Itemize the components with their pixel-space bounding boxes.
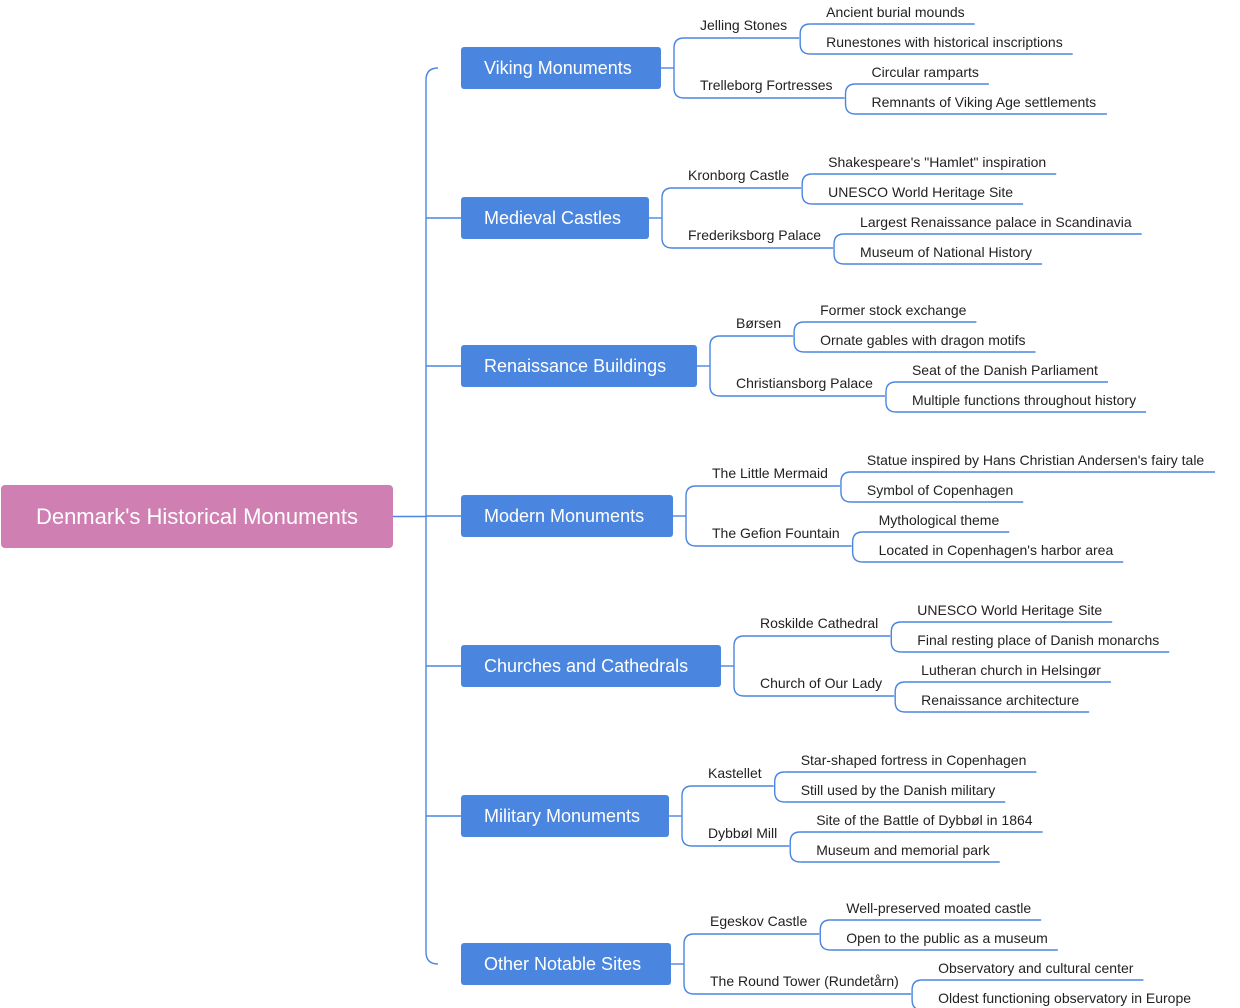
category-node-5[interactable]: Churches and Cathedrals	[461, 645, 721, 687]
category-bracket-6	[681, 785, 693, 847]
leaf-label[interactable]: Largest Renaissance palace in Scandinavi…	[860, 214, 1132, 230]
leaf-label[interactable]: Museum and memorial park	[816, 842, 990, 858]
leaf-label[interactable]: Renaissance architecture	[921, 692, 1080, 708]
leaf-label[interactable]: Shakespeare's "Hamlet" inspiration	[828, 154, 1047, 170]
leaf-label[interactable]: Ancient burial mounds	[826, 4, 965, 20]
subtopic-label[interactable]: The Round Tower (Rundetårn)	[710, 973, 899, 989]
subtopic-label[interactable]: Kastellet	[708, 765, 762, 781]
leaf-label[interactable]: Circular ramparts	[871, 64, 979, 80]
leaf-label[interactable]: Located in Copenhagen's harbor area	[878, 542, 1114, 558]
subtopic-label[interactable]: Christiansborg Palace	[736, 375, 873, 391]
subtopic-label[interactable]: Frederiksborg Palace	[688, 227, 822, 243]
leaf-label[interactable]: Seat of the Danish Parliament	[911, 362, 1098, 378]
subtopic-label[interactable]: The Little Mermaid	[712, 465, 828, 481]
subtopic-label[interactable]: The Gefion Fountain	[712, 525, 840, 541]
leaf-bracket	[799, 23, 811, 55]
leaf-label[interactable]: Symbol of Copenhagen	[866, 482, 1014, 498]
subtopic-label[interactable]: Jelling Stones	[700, 17, 788, 33]
category-node-4[interactable]: Modern Monuments	[461, 495, 673, 537]
leaf-bracket	[851, 531, 863, 563]
subtopic-label[interactable]: Kronborg Castle	[688, 167, 790, 183]
category-node-7[interactable]: Other Notable Sites	[461, 943, 671, 985]
leaf-label[interactable]: Runestones with historical inscriptions	[826, 34, 1063, 50]
leaf-label[interactable]: Site of the Battle of Dybbøl in 1864	[816, 812, 1033, 828]
leaf-label[interactable]: Remnants of Viking Age settlements	[871, 94, 1097, 110]
category-node-6[interactable]: Military Monuments	[461, 795, 669, 837]
subtopic-label[interactable]: Church of Our Lady	[760, 675, 883, 691]
category-bracket-5	[733, 635, 745, 697]
subtopic-label[interactable]: Egeskov Castle	[710, 913, 808, 929]
leaf-label[interactable]: UNESCO World Heritage Site	[828, 184, 1014, 200]
category-bracket-1	[673, 37, 685, 99]
leaf-label[interactable]: Ornate gables with dragon motifs	[820, 332, 1026, 348]
leaf-label[interactable]: Open to the public as a museum	[846, 930, 1048, 946]
leaf-bracket	[833, 233, 845, 265]
category-node-1[interactable]: Viking Monuments	[461, 47, 661, 89]
leaf-bracket	[819, 919, 831, 951]
root-node[interactable]: Denmark's Historical Monuments	[1, 485, 393, 548]
leaf-bracket	[773, 771, 785, 803]
leaf-bracket	[885, 381, 896, 413]
leaf-bracket	[894, 681, 906, 713]
category-bracket-7	[683, 933, 695, 995]
leaf-label[interactable]: Multiple functions throughout history	[911, 392, 1137, 408]
leaf-label[interactable]: Statue inspired by Hans Christian Anders…	[866, 452, 1205, 468]
subtopic-label[interactable]: Trelleborg Fortresses	[700, 77, 833, 93]
leaf-label[interactable]: Well-preserved moated castle	[846, 900, 1032, 916]
leaf-label[interactable]: Final resting place of Danish monarchs	[917, 632, 1160, 648]
category-bracket-2	[661, 187, 673, 249]
category-node-2[interactable]: Medieval Castles	[461, 197, 649, 239]
leaf-bracket	[801, 173, 813, 205]
leaf-label[interactable]: Observatory and cultural center	[938, 960, 1134, 976]
leaf-label[interactable]: Still used by the Danish military	[800, 782, 996, 798]
leaf-bracket	[840, 471, 851, 503]
leaf-label[interactable]: UNESCO World Heritage Site	[917, 602, 1103, 618]
subtopic-label[interactable]: Dybbøl Mill	[708, 825, 778, 841]
leaf-bracket	[890, 621, 902, 653]
leaf-label[interactable]: Mythological theme	[878, 512, 1000, 528]
leaf-label[interactable]: Lutheran church in Helsingør	[921, 662, 1101, 678]
leaf-label[interactable]: Oldest functioning observatory in Europe	[938, 990, 1192, 1006]
leaf-bracket	[793, 321, 805, 353]
leaf-label[interactable]: Former stock exchange	[820, 302, 967, 318]
leaf-label[interactable]: Star-shaped fortress in Copenhagen	[800, 752, 1027, 768]
subtopic-label[interactable]: Børsen	[736, 315, 782, 331]
category-bracket-4	[685, 485, 697, 547]
leaf-bracket	[844, 83, 856, 115]
leaf-bracket	[911, 979, 923, 1008]
category-node-3[interactable]: Renaissance Buildings	[461, 345, 697, 387]
leaf-label[interactable]: Museum of National History	[860, 244, 1032, 260]
leaf-bracket	[789, 831, 801, 863]
category-bracket-3	[709, 335, 721, 397]
subtopic-label[interactable]: Roskilde Cathedral	[760, 615, 879, 631]
